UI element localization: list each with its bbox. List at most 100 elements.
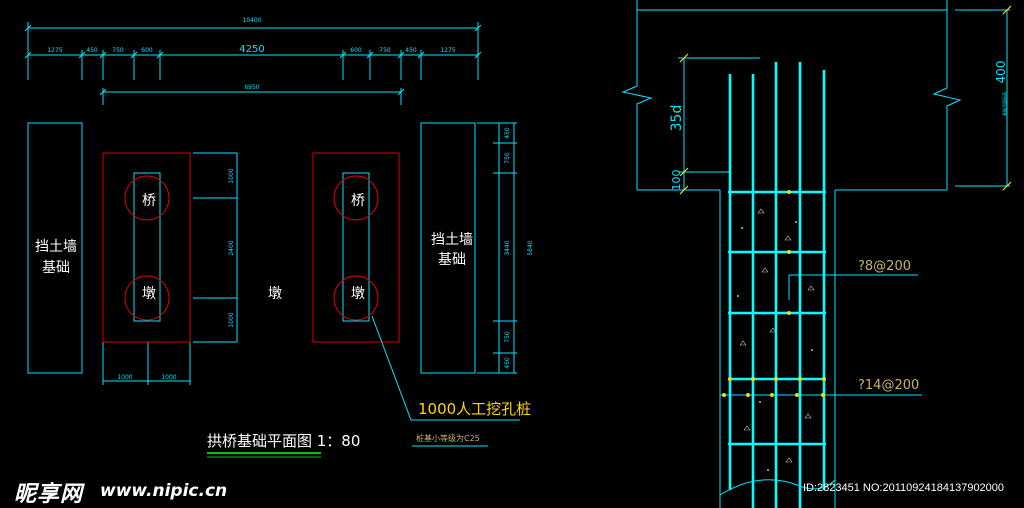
dim-text-inner: 6950: [244, 84, 259, 91]
tick: [130, 51, 138, 59]
tick: [1002, 5, 1012, 15]
hatch-dot: [740, 226, 744, 230]
pier-cap-left: [102, 152, 191, 343]
rebar-dot: [774, 377, 778, 381]
tick: [78, 51, 86, 59]
pile-circle: [124, 275, 170, 321]
break-line-left: [621, 0, 653, 190]
tick: [99, 88, 107, 96]
hatch-mark: [761, 267, 769, 273]
tick: [24, 24, 32, 32]
tick: [1002, 181, 1012, 191]
rebar-dot: [787, 250, 791, 254]
hatch-dot: [794, 220, 798, 224]
pile-circle: [124, 175, 170, 221]
dim-text: 750: [112, 47, 124, 54]
dim-text-35d: 35d: [669, 105, 685, 132]
small-note: 基础顶面标高: [1001, 92, 1007, 116]
tick: [397, 51, 405, 59]
pier-label-qiao: 桥: [351, 193, 365, 209]
hatch-dot: [758, 400, 762, 404]
pile-circle: [333, 175, 379, 221]
rebar-dot: [746, 393, 750, 397]
dim-text: 5840: [527, 240, 534, 255]
drawing-title: 拱桥基础平面图 1：80: [207, 432, 360, 450]
wall-label-line1: 挡土墙: [35, 239, 77, 255]
hatch-dot: [766, 468, 770, 472]
dim-text: 450: [504, 357, 511, 369]
watermark-url: www.nipic.cn: [100, 481, 228, 501]
pier-label-dun: 墩: [142, 286, 156, 302]
wall-label-line1: 挡土墙: [431, 232, 473, 248]
rebar-cage: [728, 62, 826, 508]
dim-text: 1275: [440, 47, 455, 54]
hatch-dot: [736, 294, 740, 298]
section-ticks: [679, 5, 1012, 195]
rebar-markers: [722, 190, 826, 397]
tick: [417, 51, 425, 59]
tick: [679, 167, 689, 177]
dim-text-400: 400: [994, 61, 1008, 84]
hatch-mark: [804, 413, 812, 419]
dim-text: 1000: [228, 168, 235, 183]
pier-outlines: [102, 152, 400, 343]
dimension-ticks: [24, 24, 482, 96]
tick: [99, 51, 107, 59]
section-view: [621, 0, 1010, 508]
tick: [366, 51, 374, 59]
hatch-mark: [784, 235, 792, 241]
pier-cap-right: [312, 152, 400, 343]
dim-text: 450: [405, 47, 417, 54]
pier-strip-left: [133, 172, 161, 322]
rebar-dot: [787, 190, 791, 194]
tick: [339, 51, 347, 59]
plan-texts: 10400 1275 450 750 600 4250 600 750 450 …: [35, 17, 534, 450]
stirrup-label: ?8@200: [858, 259, 911, 274]
rebar-dot: [770, 393, 774, 397]
rebar-dot: [821, 393, 825, 397]
rebar-dot: [798, 377, 802, 381]
dim-text: 1000: [117, 374, 132, 381]
dim-text: 1275: [47, 47, 62, 54]
tick: [474, 51, 482, 59]
pier-label-dun: 墩: [351, 286, 365, 302]
rebar-dot: [795, 393, 799, 397]
retaining-wall-left: [27, 122, 83, 374]
pile-sub-note: 桩基小等级为C25: [416, 433, 480, 443]
tick: [24, 51, 32, 59]
hatch-mark: [757, 208, 765, 214]
hatch-dot: [810, 348, 814, 352]
dim-text: 1000: [161, 374, 176, 381]
section-texts: 400 35d 100 基础顶面标高 ?8@200 ?14@200: [669, 61, 1008, 393]
hatch-mark: [807, 285, 815, 291]
dim-text-100: 100: [670, 170, 683, 191]
tick: [679, 53, 689, 63]
pile-note: 1000人工挖孔桩: [418, 400, 531, 418]
tick: [474, 24, 482, 32]
rebar-dot: [787, 311, 791, 315]
concrete-hatch: [736, 208, 815, 472]
wall-label-line2: 基础: [438, 251, 466, 268]
pile-circle: [333, 275, 379, 321]
dim-text: 3440: [504, 240, 511, 255]
break-curve-bottom: [719, 479, 836, 496]
wall-label-line2: 基础: [42, 259, 70, 276]
retaining-wall-right: [420, 122, 476, 374]
dim-text: 600: [350, 47, 362, 54]
center-label-dun: 墩: [268, 286, 282, 302]
dim-text: 450: [504, 127, 511, 139]
dim-text: 2400: [228, 240, 235, 255]
pier-strip-right: [342, 172, 370, 322]
rebar-dot: [722, 393, 726, 397]
tick: [679, 185, 689, 195]
watermark-id: ID:2823451 NO:20110924184137902000: [803, 482, 1005, 494]
dim-text: 600: [141, 47, 153, 54]
tick: [156, 51, 164, 59]
rebar-dot: [822, 377, 826, 381]
tick: [397, 88, 405, 96]
rebar-dot: [751, 377, 755, 381]
dim-text: 1000: [228, 312, 235, 327]
dim-text-total: 10400: [242, 17, 261, 24]
